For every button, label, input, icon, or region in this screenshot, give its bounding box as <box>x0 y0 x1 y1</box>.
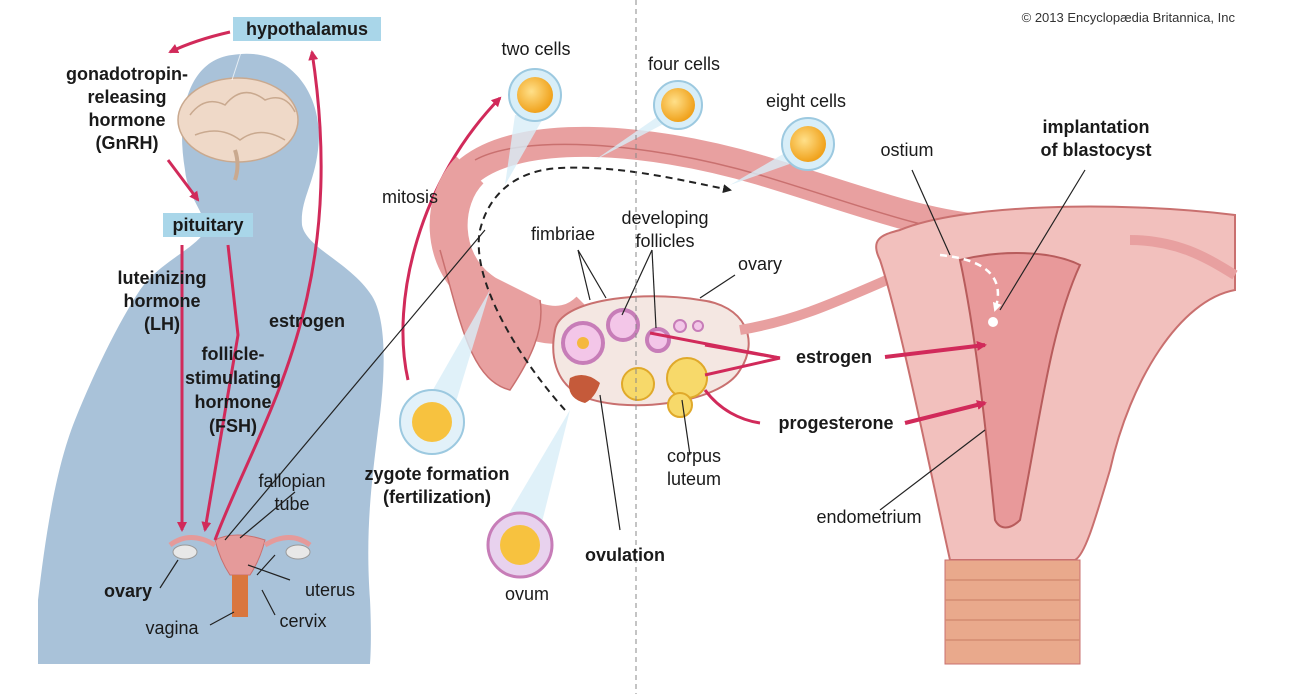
label-ovary-left: ovary <box>104 581 152 601</box>
label-mitosis: mitosis <box>382 187 438 207</box>
four-cells-bubble <box>595 80 703 160</box>
label-estrogen-right: estrogen <box>796 347 872 367</box>
label-fsh-line2: stimulating <box>185 368 281 388</box>
label-gnrh-line2: releasing <box>87 87 166 107</box>
label-implantation-line2: of blastocyst <box>1040 140 1151 160</box>
hormone-arrows-left <box>166 30 502 541</box>
label-four-cells: four cells <box>648 54 720 74</box>
label-gnrh-line3: hormone <box>88 110 165 130</box>
label-lh-line2: hormone <box>123 291 200 311</box>
label-zygote-line1: zygote formation <box>364 464 509 484</box>
label-fsh-line4: (FSH) <box>209 416 257 436</box>
leader-lines <box>159 169 1086 626</box>
two-cells-bubble <box>505 68 562 185</box>
pituitary-box <box>163 213 253 237</box>
label-estrogen-left: estrogen <box>269 311 345 331</box>
eight-cells-bubble <box>730 117 835 185</box>
label-fallopian-line1: fallopian <box>258 471 325 491</box>
copyright-text: © 2013 Encyclopædia Britannica, Inc <box>1022 10 1236 25</box>
label-two-cells: two cells <box>501 39 570 59</box>
brain-image <box>177 39 320 181</box>
label-ostium: ostium <box>880 140 933 160</box>
label-gnrh-line1: gonadotropin- <box>66 64 188 84</box>
small-reproductive-organs <box>168 534 312 617</box>
label-fimbriae: fimbriae <box>531 224 595 244</box>
hormone-arrows-right <box>649 331 987 425</box>
label-vagina: vagina <box>145 618 199 638</box>
label-fsh-line1: follicle- <box>201 344 264 364</box>
label-implantation-line1: implantation <box>1043 117 1150 137</box>
label-fsh-line3: hormone <box>194 392 271 412</box>
egg-path <box>477 166 1002 411</box>
zygote-bubble <box>399 290 490 455</box>
label-gnrh-line4: (GnRH) <box>96 133 159 153</box>
ovary-large <box>552 265 912 418</box>
label-zygote-line2: (fertilization) <box>383 487 491 507</box>
ovum-bubble <box>486 410 570 579</box>
label-hypothalamus: hypothalamus <box>246 19 368 39</box>
label-corpus-line2: luteum <box>667 469 721 489</box>
body-silhouette <box>38 53 384 665</box>
label-ovary-right: ovary <box>738 254 782 274</box>
label-developing-line1: developing <box>621 208 708 228</box>
label-progesterone: progesterone <box>778 413 893 433</box>
label-pituitary: pituitary <box>172 215 243 235</box>
label-corpus-line1: corpus <box>667 446 721 466</box>
label-ovum: ovum <box>505 584 549 604</box>
label-uterus: uterus <box>305 580 355 600</box>
label-eight-cells: eight cells <box>766 91 846 111</box>
uterus-large <box>875 205 1238 665</box>
hypothalamus-box <box>233 17 381 41</box>
label-fallopian-line2: tube <box>274 494 309 514</box>
label-endometrium: endometrium <box>816 507 921 527</box>
label-cervix: cervix <box>279 611 326 631</box>
label-lh-line1: luteinizing <box>118 268 207 288</box>
label-ovulation: ovulation <box>585 545 665 565</box>
label-lh-line3: (LH) <box>144 314 180 334</box>
label-developing-line2: follicles <box>635 231 694 251</box>
